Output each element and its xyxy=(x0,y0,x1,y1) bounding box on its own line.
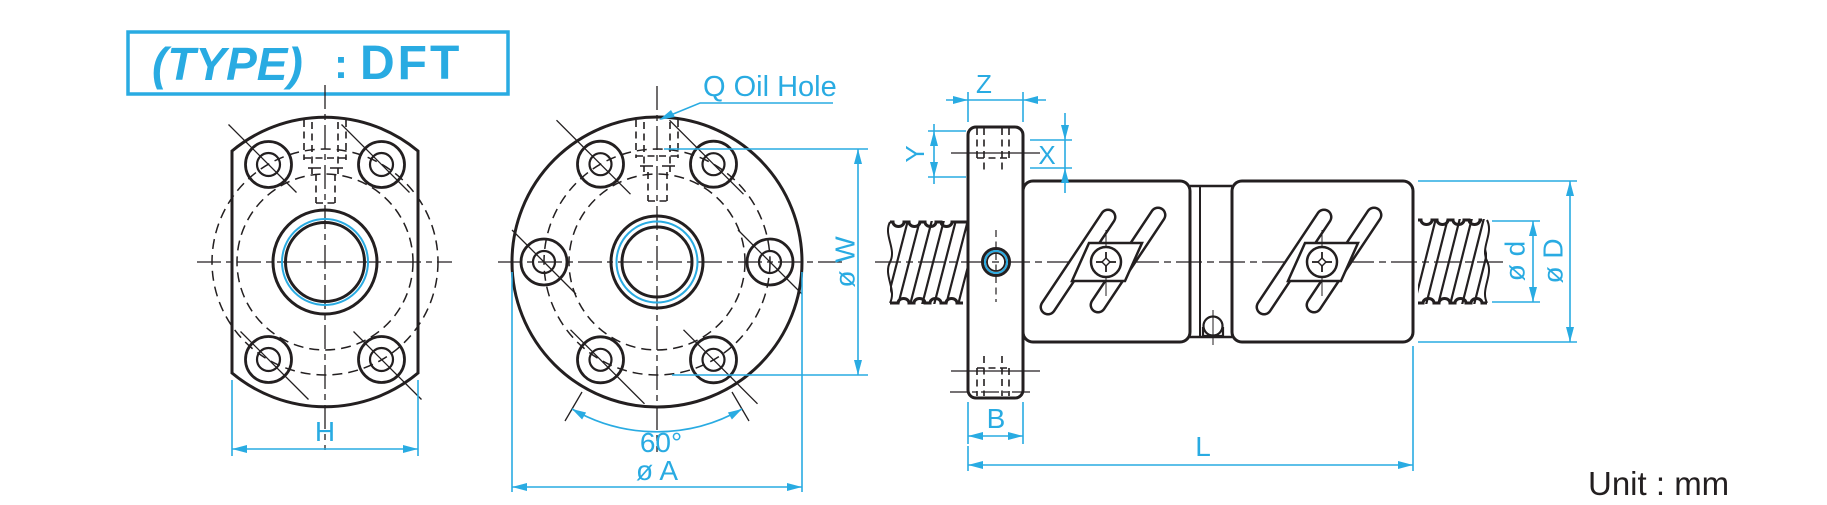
screw-right xyxy=(1418,218,1490,305)
side-view xyxy=(875,125,1503,400)
bore-hole xyxy=(620,225,694,299)
nut-body-left xyxy=(1021,179,1192,344)
oil-hole-hidden-lines xyxy=(303,120,347,204)
bore-highlight xyxy=(281,218,369,306)
dim-B-label: B xyxy=(987,403,1006,434)
dim-H-label: H xyxy=(315,416,335,447)
dim-d-label: ø d xyxy=(1500,241,1531,281)
nut-body-right xyxy=(1230,179,1415,344)
phillips-screw-icon xyxy=(1312,252,1332,272)
bore-counterbore xyxy=(271,208,379,316)
title-block: (TYPE) : DFT xyxy=(126,30,510,96)
front-view xyxy=(498,86,842,452)
dim-A: ø A xyxy=(511,272,803,492)
angle-extension-left xyxy=(564,391,583,422)
pilot-circle xyxy=(236,173,414,351)
thread-hatch xyxy=(890,221,968,304)
dim-X-label: X xyxy=(1038,140,1055,170)
dim-W-label: ø W xyxy=(830,236,861,288)
return-tube-left xyxy=(1039,206,1167,316)
bore-hole xyxy=(284,221,366,303)
flange-oil-hole-top xyxy=(976,128,1010,170)
oil-hole-callout-text: Q Oil Hole xyxy=(703,71,837,103)
dim-H: H xyxy=(231,380,419,456)
title-model: DFT xyxy=(360,37,462,90)
bore-counterbore xyxy=(609,214,705,310)
pilot-circle xyxy=(568,173,746,351)
dim-L-label: L xyxy=(1195,431,1211,462)
bolt-holes xyxy=(511,119,803,405)
dim-A-label: ø A xyxy=(636,455,678,486)
dim-D: ø D xyxy=(1418,180,1577,343)
dim-L: L xyxy=(967,346,1414,471)
dim-Y-label: Y xyxy=(900,145,930,162)
bore-highlight xyxy=(615,220,699,304)
flange-oil-hole-bottom xyxy=(976,356,1010,396)
dim-d: ø d xyxy=(1492,220,1540,303)
flange-outline xyxy=(510,115,804,409)
title-colon: : xyxy=(334,40,348,87)
unit-note: Unit : mm xyxy=(1588,465,1729,502)
bolt-circle xyxy=(211,148,439,376)
oil-hole-seat xyxy=(308,167,343,174)
thread-hatch xyxy=(1418,219,1487,304)
dim-X: X xyxy=(1030,113,1072,193)
dim-Y: Y xyxy=(900,124,966,184)
flange-oil-port xyxy=(981,230,1011,302)
left-view xyxy=(197,85,452,450)
dim-60: 60° xyxy=(571,408,743,458)
dim-B: B xyxy=(967,402,1024,444)
dim-W: ø W xyxy=(664,148,868,376)
oil-hole-callout: Q Oil Hole xyxy=(659,71,837,120)
phillips-screw-icon xyxy=(1096,252,1116,272)
dim-60-label: 60° xyxy=(640,427,682,458)
title-box xyxy=(126,30,510,96)
title-type-label: (TYPE) xyxy=(152,38,303,90)
dim-Z-label: Z xyxy=(976,69,992,99)
return-tube-right xyxy=(1255,206,1383,316)
flange-outline xyxy=(230,115,420,409)
oil-hole-seat xyxy=(640,165,675,172)
dim-Z: Z xyxy=(946,69,1046,122)
angle-extension-right xyxy=(731,391,750,422)
grease-fitting xyxy=(1201,310,1225,345)
bolt-holes xyxy=(228,124,422,400)
dim-D-label: ø D xyxy=(1538,238,1569,283)
oil-hole-hidden-lines xyxy=(635,120,679,202)
screw-left xyxy=(887,220,968,305)
